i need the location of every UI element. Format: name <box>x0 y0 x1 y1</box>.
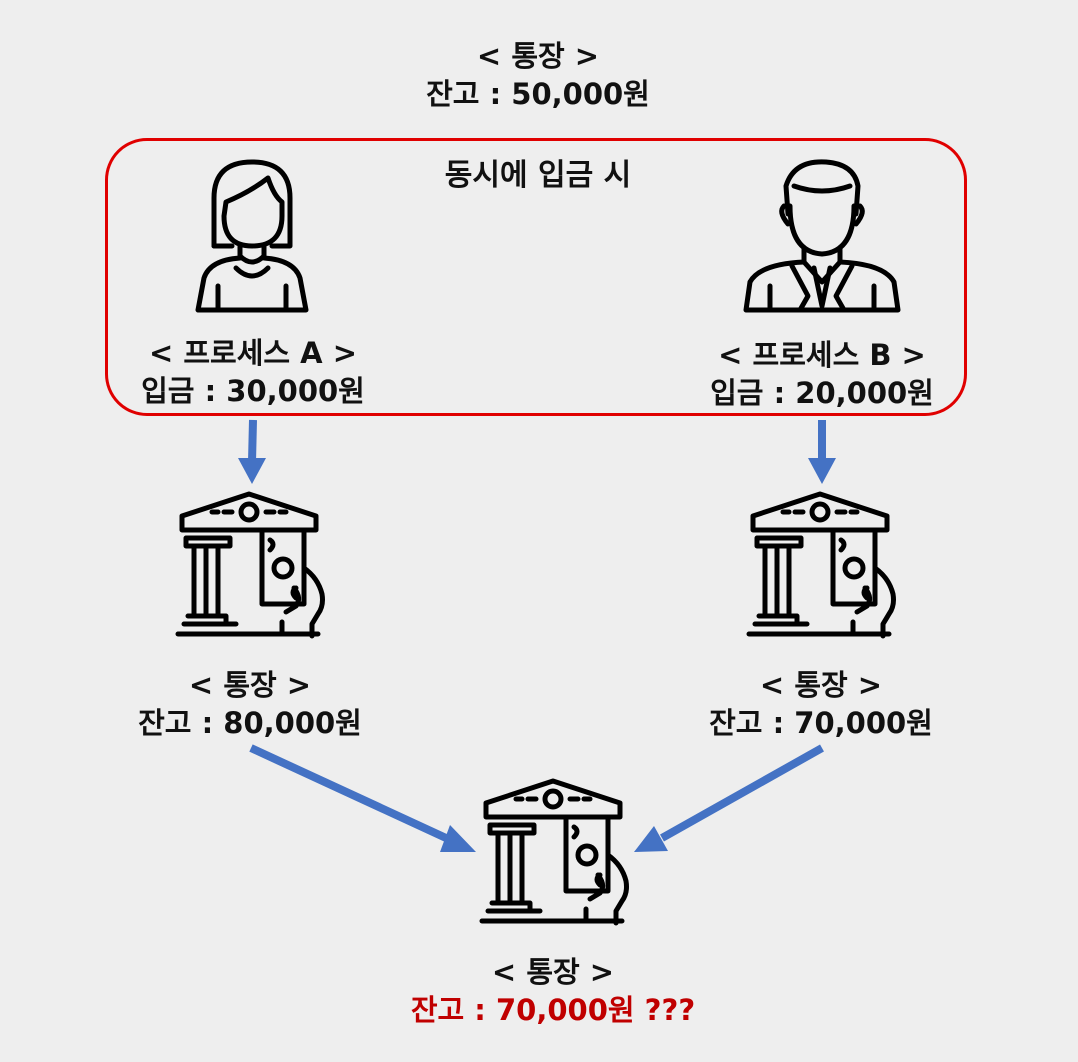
concurrent-caption: 동시에 입금 시 <box>444 158 632 193</box>
top-account-balance: 잔고 : 50,000원 <box>426 77 650 111</box>
arrow-process-a <box>238 419 266 484</box>
result-account-title: < 통장 > <box>491 955 615 989</box>
account-a-title: < 통장 > <box>188 668 312 702</box>
account-b-label: < 통장 > 잔고 : 70,000원 <box>709 666 933 742</box>
businessman-icon <box>743 159 901 313</box>
process-a-title: < 프로세스 A > <box>148 336 358 370</box>
bank-icon-result <box>478 775 630 927</box>
woman-icon <box>195 159 309 313</box>
bank-icon-a <box>174 488 326 640</box>
account-a-balance: 잔고 : 80,000원 <box>138 706 362 740</box>
process-a-deposit: 입금 : 30,000원 <box>141 374 365 408</box>
arrow-account-b-to-result <box>634 744 824 852</box>
bank-icon-b <box>745 488 897 640</box>
top-account-label: < 통장 > 잔고 : 50,000원 <box>426 37 650 113</box>
top-account-title: < 통장 > <box>476 39 600 73</box>
process-b-title: < 프로세스 B > <box>718 338 926 372</box>
process-a-label: < 프로세스 A > 입금 : 30,000원 <box>141 334 365 410</box>
arrow-process-b <box>808 420 836 484</box>
arrow-account-a-to-result <box>249 744 476 852</box>
concurrent-frame <box>105 138 967 416</box>
account-a-label: < 통장 > 잔고 : 80,000원 <box>138 666 362 742</box>
process-b-deposit: 입금 : 20,000원 <box>710 376 934 410</box>
account-b-title: < 통장 > <box>759 668 883 702</box>
result-account-balance: 잔고 : 70,000원 ??? <box>410 993 696 1027</box>
process-b-label: < 프로세스 B > 입금 : 20,000원 <box>710 336 934 412</box>
result-account-label: < 통장 > 잔고 : 70,000원 ??? <box>411 953 695 1029</box>
account-b-balance: 잔고 : 70,000원 <box>709 706 933 740</box>
